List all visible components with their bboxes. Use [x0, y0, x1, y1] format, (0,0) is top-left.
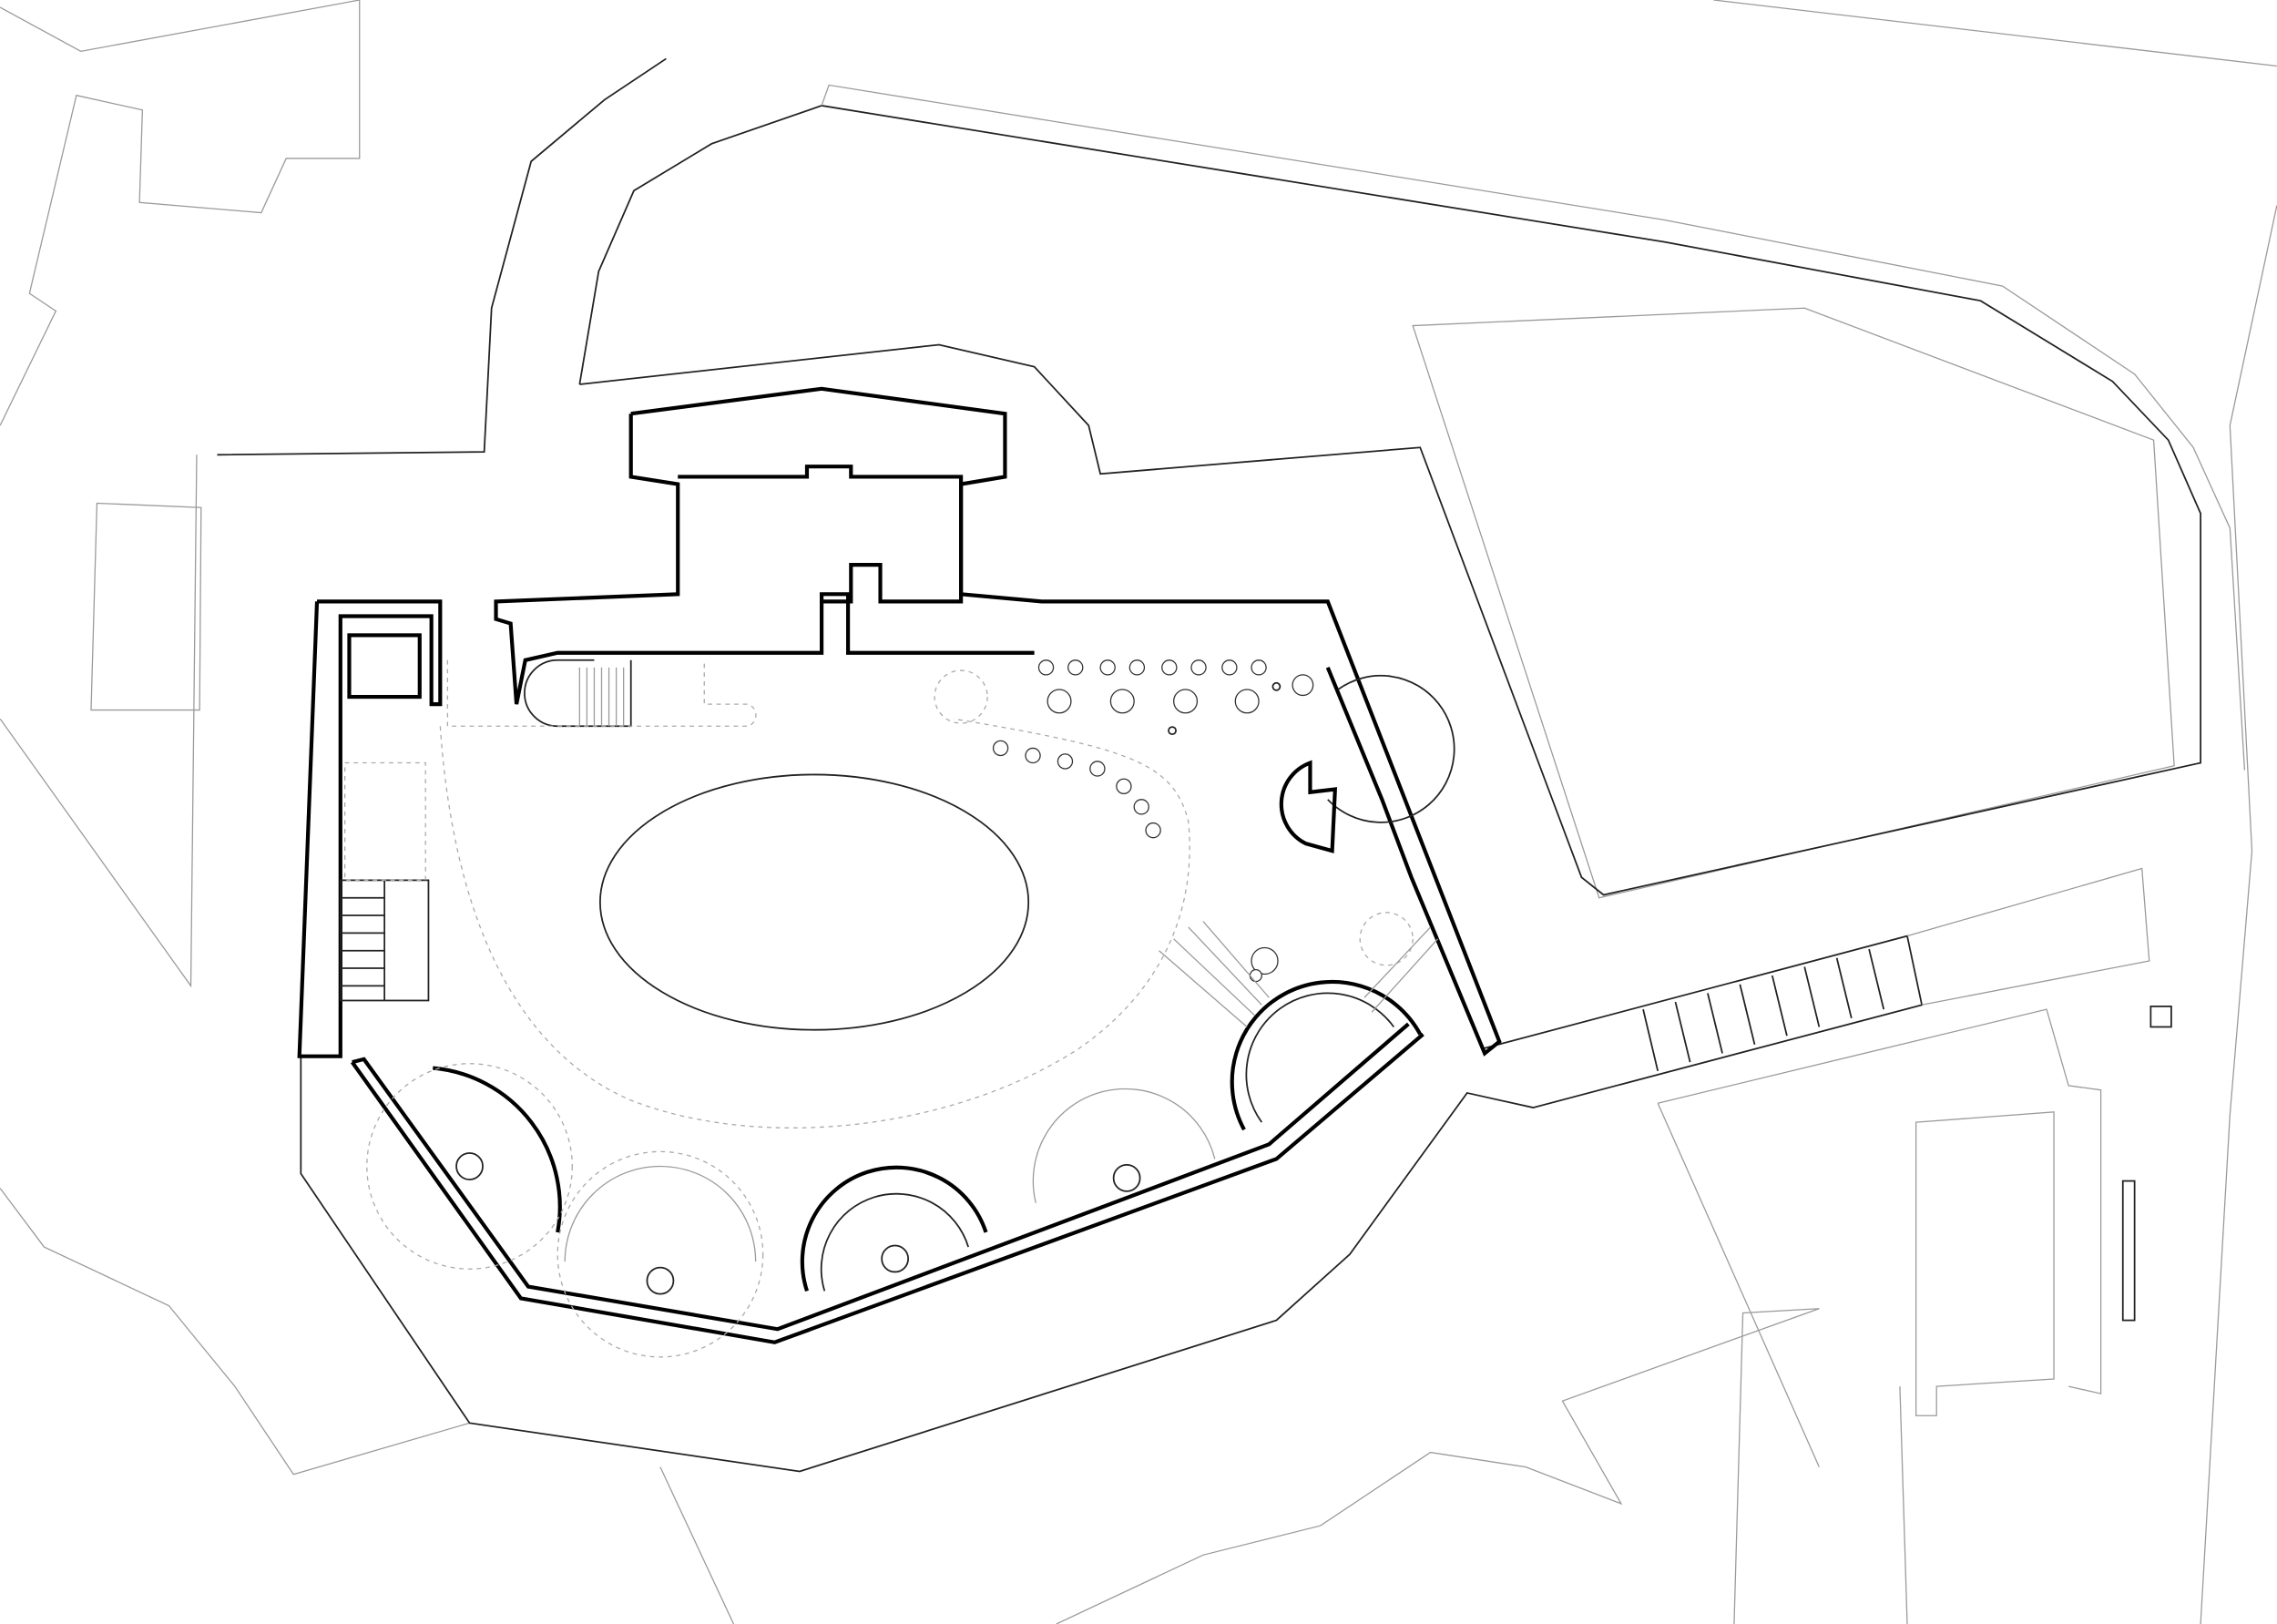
- building-walls: [297, 386, 1502, 1344]
- apse-rooms: [366, 674, 1455, 1358]
- staircase: [339, 659, 632, 1002]
- courtyard: [439, 659, 1190, 1129]
- site-boundary: [217, 57, 2246, 1473]
- bridge-segments: [1642, 948, 1885, 1071]
- furniture: [934, 659, 1439, 1027]
- central-oval-pool: [599, 773, 1030, 1031]
